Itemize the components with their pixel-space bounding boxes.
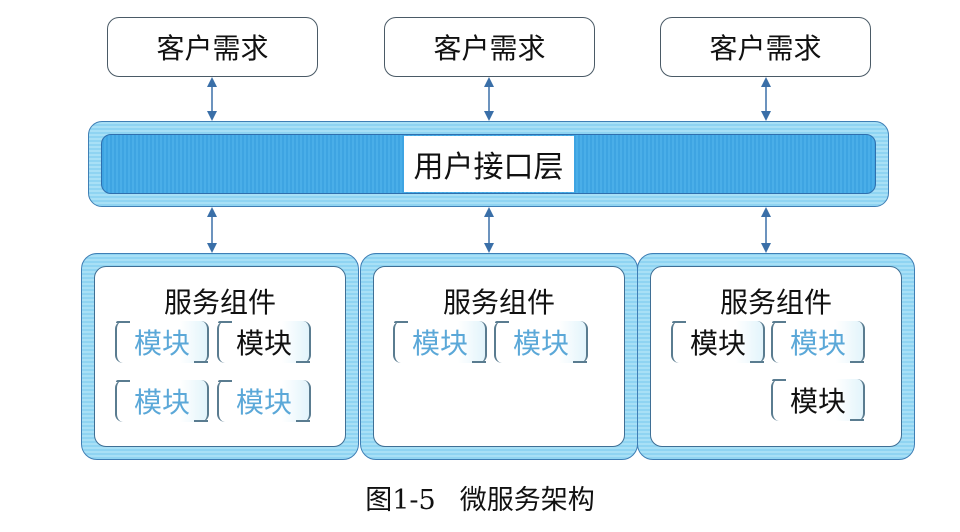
module-box: 模块 (771, 379, 865, 421)
module-box: 模块 (217, 321, 311, 363)
user-interface-layer-label: 用户接口层 (403, 136, 574, 192)
module-box: 模块 (393, 321, 487, 363)
service-component-3: 服务组件 模块 模块 模块 (637, 253, 915, 460)
bidirectional-arrow-icon (759, 77, 773, 121)
client-request-box-1: 客户需求 (107, 17, 318, 77)
module-box: 模块 (671, 321, 765, 363)
service-component-title: 服务组件 (442, 286, 555, 319)
figure-title: 微服务架构 (459, 485, 595, 516)
bidirectional-arrow-icon (205, 77, 219, 121)
figure-caption: 图1-5 微服务架构 (0, 478, 960, 517)
bidirectional-arrow-icon (482, 77, 496, 121)
bidirectional-arrow-icon (205, 207, 219, 253)
bidirectional-arrow-icon (759, 207, 773, 253)
module-box: 模块 (217, 380, 311, 422)
module-box: 模块 (494, 321, 588, 363)
client-request-box-3: 客户需求 (660, 17, 871, 77)
client-request-box-2: 客户需求 (384, 17, 595, 77)
service-component-panel: 服务组件 模块 模块 模块 模块 (94, 266, 346, 447)
user-interface-layer: 用户接口层 (88, 121, 889, 207)
module-box: 模块 (115, 321, 209, 363)
service-component-panel: 服务组件 模块 模块 模块 (650, 266, 902, 447)
service-component-1: 服务组件 模块 模块 模块 模块 (81, 253, 359, 460)
service-component-panel: 服务组件 模块 模块 (373, 266, 625, 447)
module-box: 模块 (771, 321, 865, 363)
bidirectional-arrow-icon (482, 207, 496, 253)
module-box: 模块 (115, 380, 209, 422)
service-component-title: 服务组件 (163, 286, 276, 319)
figure-number: 图1-5 (365, 485, 436, 516)
service-component-title: 服务组件 (719, 286, 832, 319)
service-component-2: 服务组件 模块 模块 (360, 253, 638, 460)
